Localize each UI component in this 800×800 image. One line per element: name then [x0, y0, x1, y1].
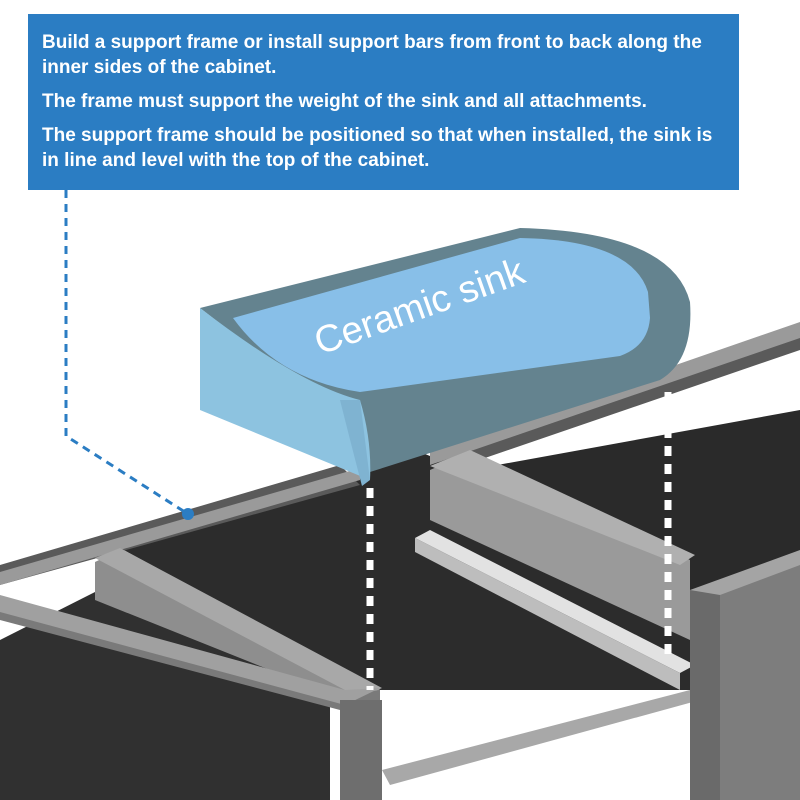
left-compartment-interior	[0, 592, 330, 800]
leader-line	[64, 190, 189, 516]
right-panel-top	[690, 550, 800, 595]
front-frame-left-top	[0, 595, 380, 705]
front-frame-bottom	[382, 690, 700, 785]
ceramic-sink: Ceramic sink	[200, 228, 691, 486]
left-divider-top	[95, 548, 382, 698]
cabinet	[0, 322, 800, 800]
right-panel	[720, 560, 800, 800]
right-compartment-interior	[470, 410, 800, 600]
alignment-guides	[366, 392, 672, 690]
middle-divider-top	[430, 450, 695, 565]
instruction-line-3: The support frame should be positioned s…	[42, 125, 713, 171]
leader-dot	[182, 508, 194, 520]
front-post-right	[690, 590, 720, 800]
instruction-callout: Build a support frame or install support…	[28, 14, 739, 190]
callout-leader	[64, 190, 194, 520]
sink-front	[200, 308, 371, 480]
support-bar	[415, 530, 695, 673]
front-post-middle	[340, 700, 382, 800]
middle-divider-panel	[430, 452, 690, 640]
sink-top	[233, 238, 650, 392]
cabinet-top-edge	[0, 468, 360, 585]
sink-front-shade	[340, 400, 370, 486]
instruction-line-2: The frame must support the weight of the…	[42, 91, 647, 112]
instruction-line-1: Build a support frame or install support…	[42, 32, 702, 78]
support-bar-front	[415, 538, 680, 690]
